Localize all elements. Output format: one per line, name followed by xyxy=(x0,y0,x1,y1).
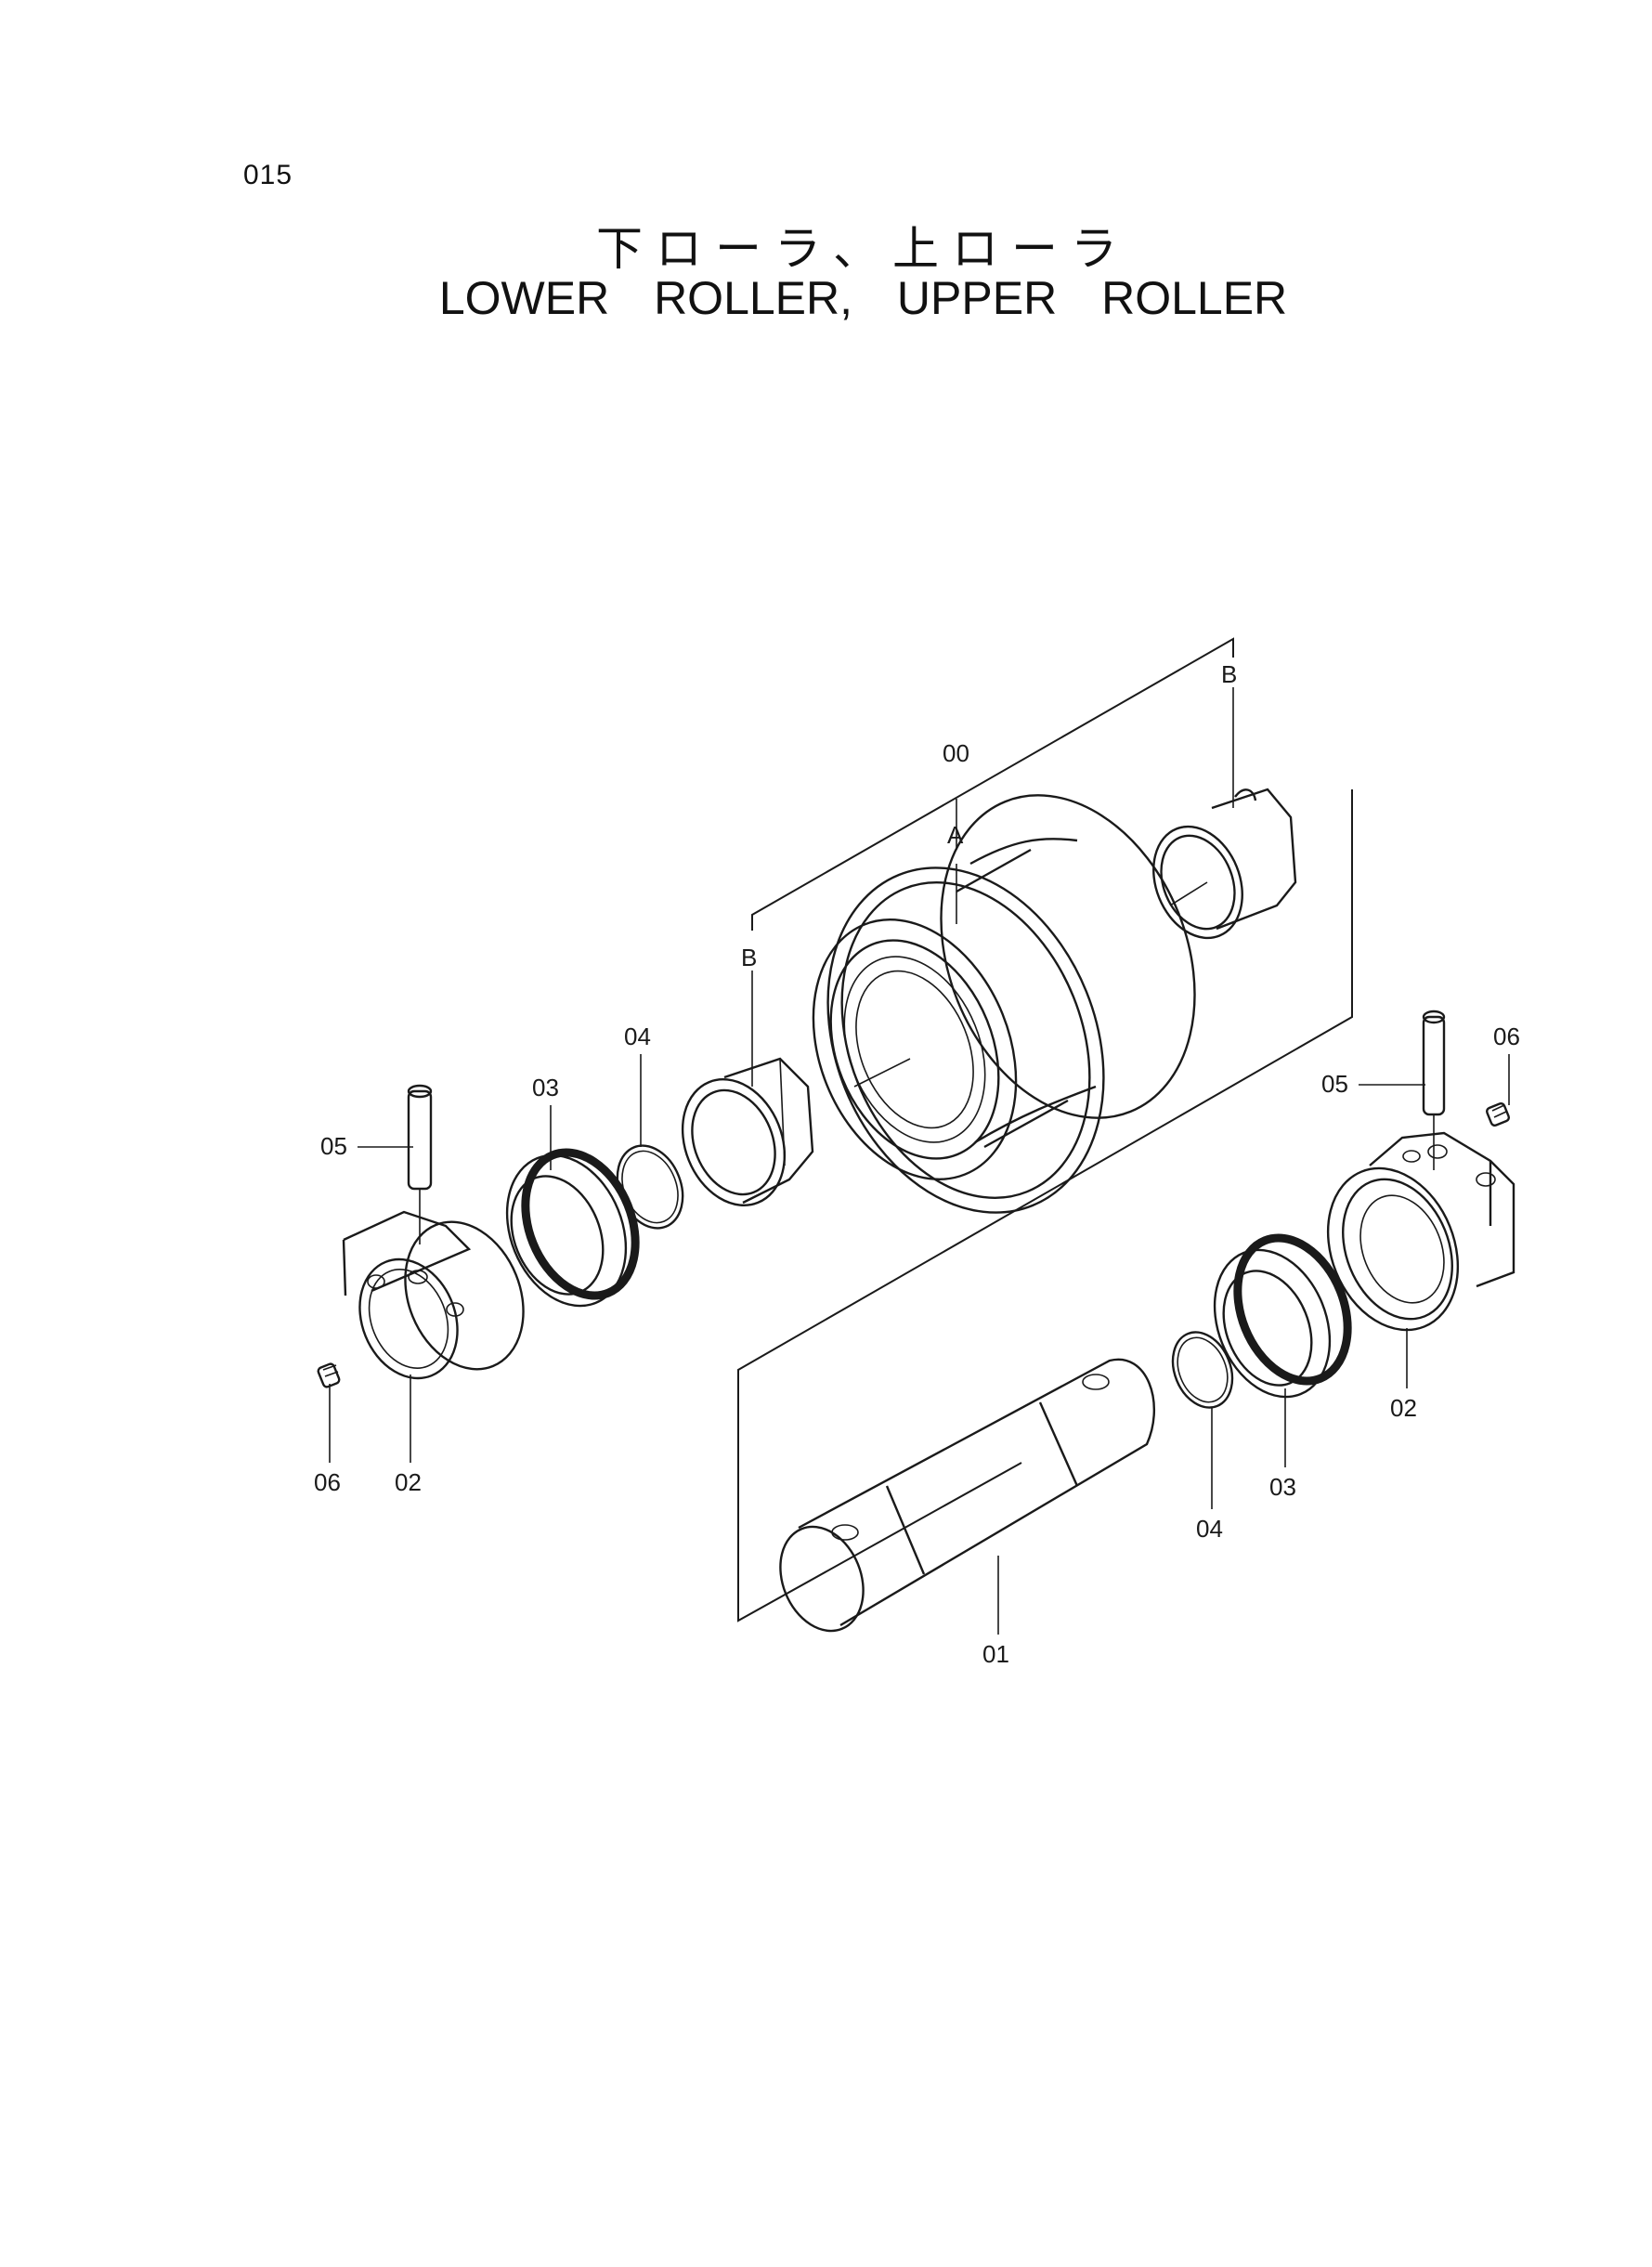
label-B-left: B xyxy=(741,944,757,971)
label-02-right: 02 xyxy=(1390,1394,1417,1422)
page-number: 015 xyxy=(243,160,293,190)
title-japanese: 下ローラ、上ローラ xyxy=(596,222,1130,276)
oring-right xyxy=(1171,1331,1234,1409)
shaft xyxy=(779,1358,1155,1633)
label-00: 00 xyxy=(943,739,969,767)
collar-left xyxy=(342,1210,525,1380)
label-04-left: 04 xyxy=(624,1023,651,1050)
assembly-frame xyxy=(737,637,1353,1622)
label-05-right: 05 xyxy=(1321,1070,1348,1098)
label-03-right: 03 xyxy=(1269,1473,1296,1501)
leader-lines xyxy=(329,687,1510,1635)
label-06-right: 06 xyxy=(1493,1023,1520,1050)
seal-right xyxy=(1213,1233,1352,1399)
roller-body xyxy=(812,794,1196,1214)
label-B-top: B xyxy=(1221,660,1237,688)
title-english: LOWER ROLLER, UPPER ROLLER xyxy=(438,272,1288,324)
label-04-right: 04 xyxy=(1196,1515,1223,1543)
plug-right xyxy=(1485,1101,1511,1127)
seal-left xyxy=(505,1148,640,1308)
callout-labels: 00 A B B 04 03 05 06 02 01 04 03 02 05 0… xyxy=(314,660,1520,1668)
pin-right xyxy=(1422,1010,1446,1170)
label-03-left: 03 xyxy=(532,1074,559,1101)
plug-left xyxy=(317,1362,341,1388)
label-05-left: 05 xyxy=(320,1132,347,1160)
collar-right xyxy=(1326,1131,1515,1332)
label-02-left: 02 xyxy=(395,1468,422,1496)
pin-left xyxy=(407,1084,433,1244)
label-01: 01 xyxy=(982,1640,1009,1668)
bushing-left xyxy=(681,1057,814,1206)
oring-right-inner xyxy=(1177,1336,1229,1403)
label-A: A xyxy=(947,821,964,849)
label-06-left: 06 xyxy=(314,1468,341,1496)
bushing-right xyxy=(1152,788,1297,940)
